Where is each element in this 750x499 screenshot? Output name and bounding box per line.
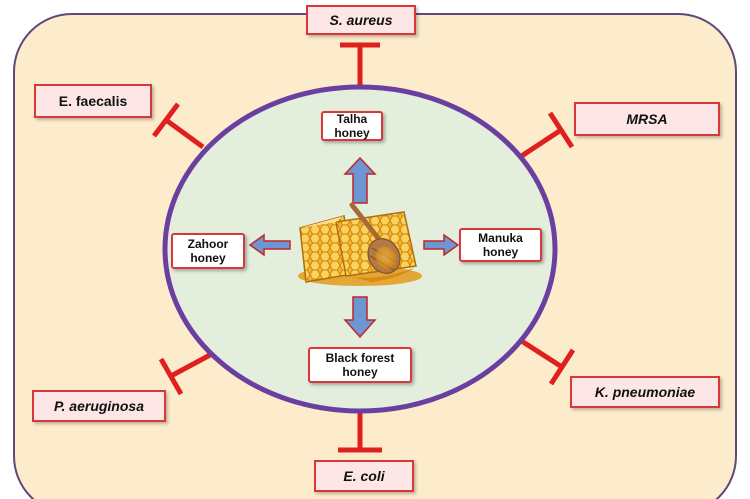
honeycomb-honey-dipper-icon bbox=[298, 202, 422, 286]
inhibitor-p-aeruginosa bbox=[158, 352, 212, 396]
honey-label-bottom: Black forest honey bbox=[308, 347, 412, 383]
inhibitor-s-aureus bbox=[340, 42, 380, 88]
inhibitor-e-faecalis bbox=[152, 102, 205, 150]
bacteria-label-e-faecalis: E. faecalis bbox=[34, 84, 152, 118]
arrow-right-icon bbox=[423, 233, 460, 257]
bacteria-label-k-pneumoniae: K. pneumoniae bbox=[570, 376, 720, 408]
honey-label-right: Manuka honey bbox=[459, 228, 542, 262]
honey-label-left: Zahoor honey bbox=[171, 233, 245, 269]
arrow-up-icon bbox=[343, 156, 377, 204]
bacteria-label-s-aureus: S. aureus bbox=[306, 5, 416, 35]
inhibitor-e-coli bbox=[338, 408, 382, 453]
arrow-down-icon bbox=[343, 296, 377, 339]
honey-label-top: Talha honey bbox=[321, 111, 383, 141]
inhibitor-mrsa bbox=[518, 111, 575, 160]
inhibitor-k-pneumoniae bbox=[518, 337, 576, 386]
bacteria-label-p-aeruginosa: P. aeruginosa bbox=[32, 390, 166, 422]
bacteria-label-e-coli: E. coli bbox=[314, 460, 414, 492]
arrow-left-icon bbox=[248, 233, 291, 257]
bacteria-label-mrsa: MRSA bbox=[574, 102, 720, 136]
